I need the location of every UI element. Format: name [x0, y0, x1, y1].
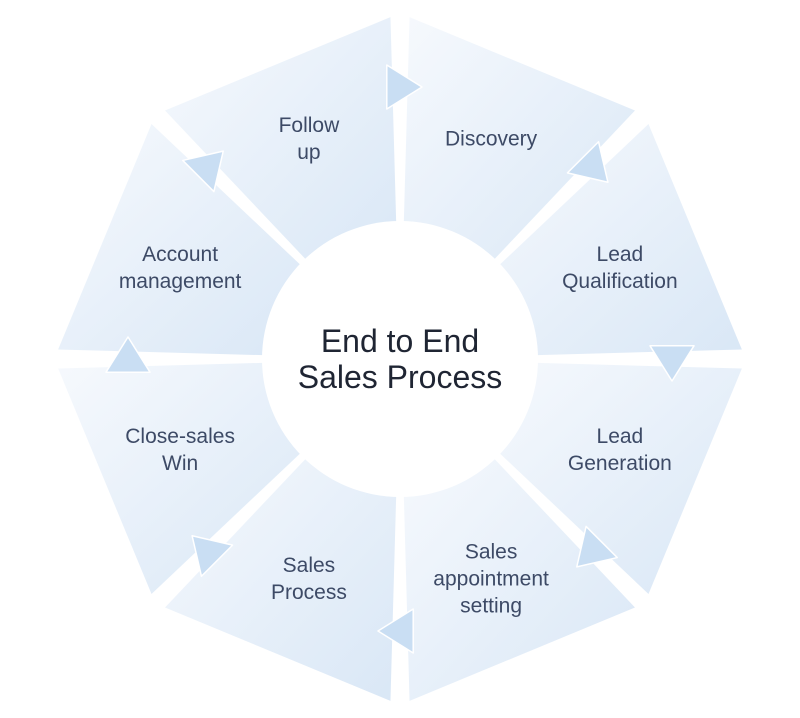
- flow-arrow-icon: [377, 608, 414, 654]
- segment-lead-qualification: [487, 124, 742, 356]
- segment-sales-process: [165, 446, 397, 701]
- flow-arrow-icon: [386, 64, 423, 110]
- arrows-layer: [105, 64, 695, 654]
- stage-label-lead-qualification: Lead Qualification: [562, 242, 678, 293]
- flow-arrow-icon: [191, 535, 234, 577]
- flow-arrow-icon: [566, 141, 609, 183]
- flow-arrow-icon: [576, 525, 618, 568]
- flow-arrow-icon: [649, 345, 695, 382]
- stage-label-sales-appointment-setting: Sales appointment setting: [433, 540, 549, 618]
- segment-close-sales-win: [58, 362, 313, 594]
- segment-discovery: [403, 17, 635, 272]
- flow-arrow-icon: [105, 336, 151, 373]
- stage-label-account-management: Account management: [118, 242, 242, 293]
- segments-layer: [58, 17, 742, 701]
- flow-arrow-icon: [182, 150, 224, 193]
- center-circle: [262, 221, 538, 497]
- center-title: End to End Sales Process: [297, 323, 503, 395]
- stage-label-close-sales-win: Close-sales Win: [125, 425, 235, 476]
- stage-label-lead-generation: Lead Generation: [567, 425, 672, 476]
- segment-follow-up: [165, 17, 397, 272]
- stage-label-sales-process: Sales Process: [270, 553, 347, 604]
- segment-sales-appointment-setting: [403, 446, 635, 701]
- segment-lead-generation: [487, 362, 742, 594]
- stage-label-discovery: Discovery: [444, 127, 538, 151]
- stage-label-follow-up: Follow up: [278, 114, 340, 165]
- segment-account-management: [58, 124, 313, 356]
